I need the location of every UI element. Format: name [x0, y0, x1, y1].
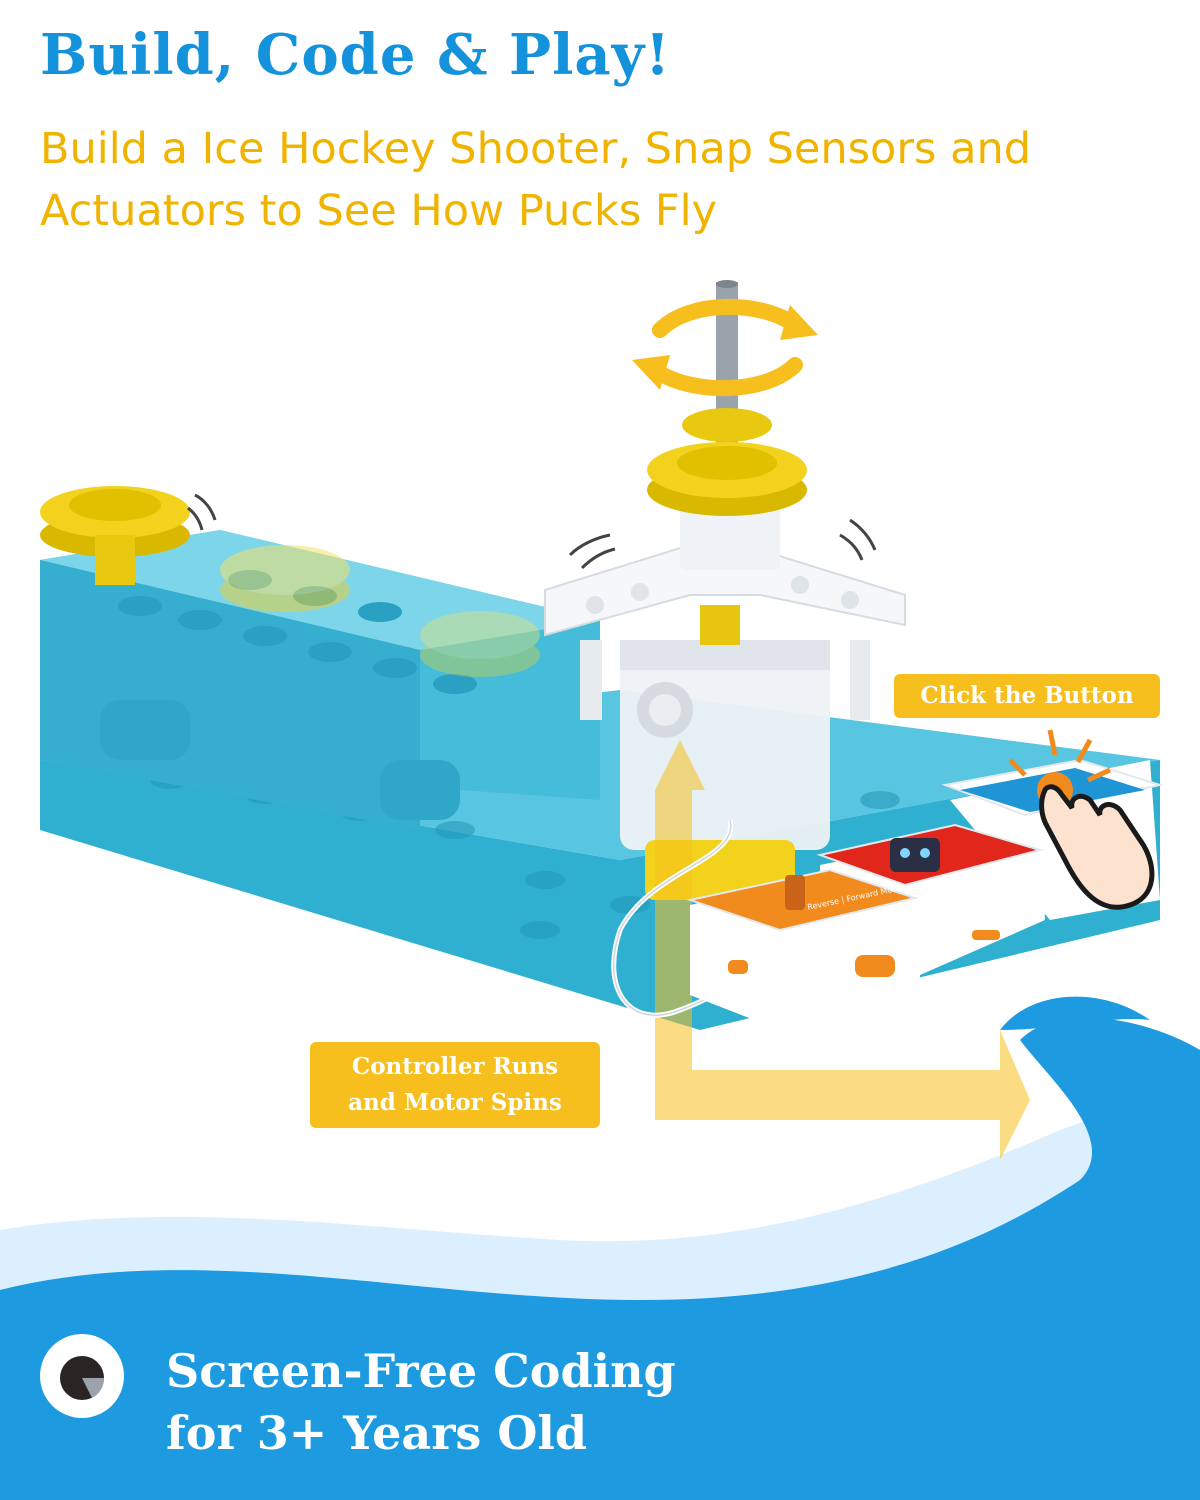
rotation-arrows-icon — [647, 298, 803, 397]
headline: Build, Code & Play! — [40, 22, 671, 88]
eye-logo-icon — [40, 1334, 124, 1418]
motion-lines — [187, 493, 217, 531]
puck-middle — [220, 545, 350, 612]
puck-front — [40, 486, 190, 585]
puck-top — [647, 408, 807, 516]
footer-line1: Screen-Free Coding — [166, 1344, 676, 1398]
controller-callout: Controller Runs and Motor Spins — [310, 1042, 600, 1128]
footer-tagline: Screen-Free Coding for 3+ Years Old — [166, 1340, 676, 1464]
click-button-callout: Click the Button — [894, 674, 1160, 718]
blue-wave — [0, 1017, 1200, 1500]
puck-back — [420, 611, 540, 677]
footer-line2: for 3+ Years Old — [166, 1406, 588, 1460]
motor-module: Reverse | Forward Motor — [686, 868, 920, 1030]
pointing-hand-icon — [1039, 784, 1155, 910]
controller-callout-line1: Controller Runs — [351, 1053, 559, 1080]
brick-track — [40, 530, 600, 830]
controller-callout-line2: and Motor Spins — [348, 1089, 562, 1116]
flow-arrow — [655, 740, 1030, 1160]
subheadline: Build a Ice Hockey Shooter, Snap Sensors… — [40, 124, 1032, 236]
